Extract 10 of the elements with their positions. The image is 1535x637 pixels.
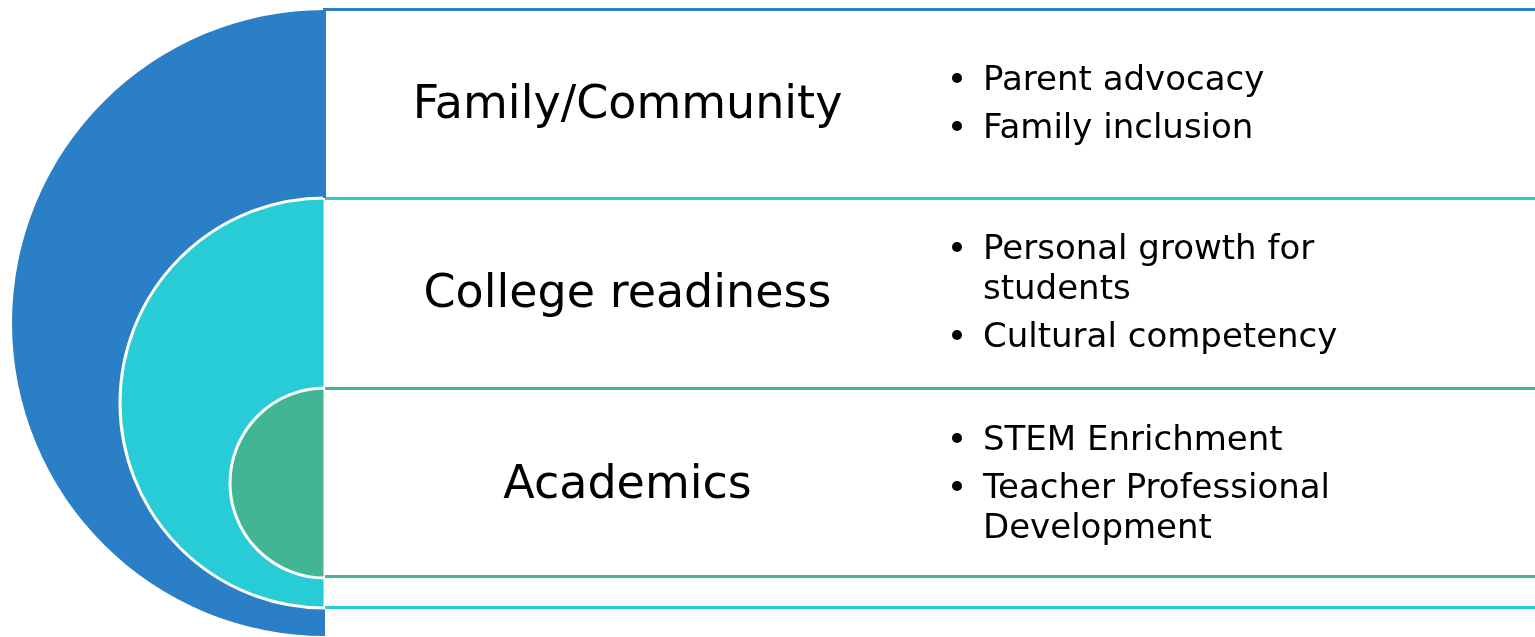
bullet-item: Personal growth for students [983, 227, 1316, 307]
row-heading: Academics [502, 454, 753, 509]
bullet-item: Family inclusion [983, 105, 1255, 146]
row-heading: Family/Community [411, 74, 844, 129]
row-heading: College readiness [422, 264, 833, 318]
bullet-item: STEM Enrichment [983, 417, 1284, 458]
bullet-item: Cultural competency [983, 315, 1339, 355]
bullet-item: Teacher Professional Development [983, 465, 1332, 546]
list-row [325, 387, 1535, 578]
bullet-item: Parent advocacy [983, 57, 1266, 98]
